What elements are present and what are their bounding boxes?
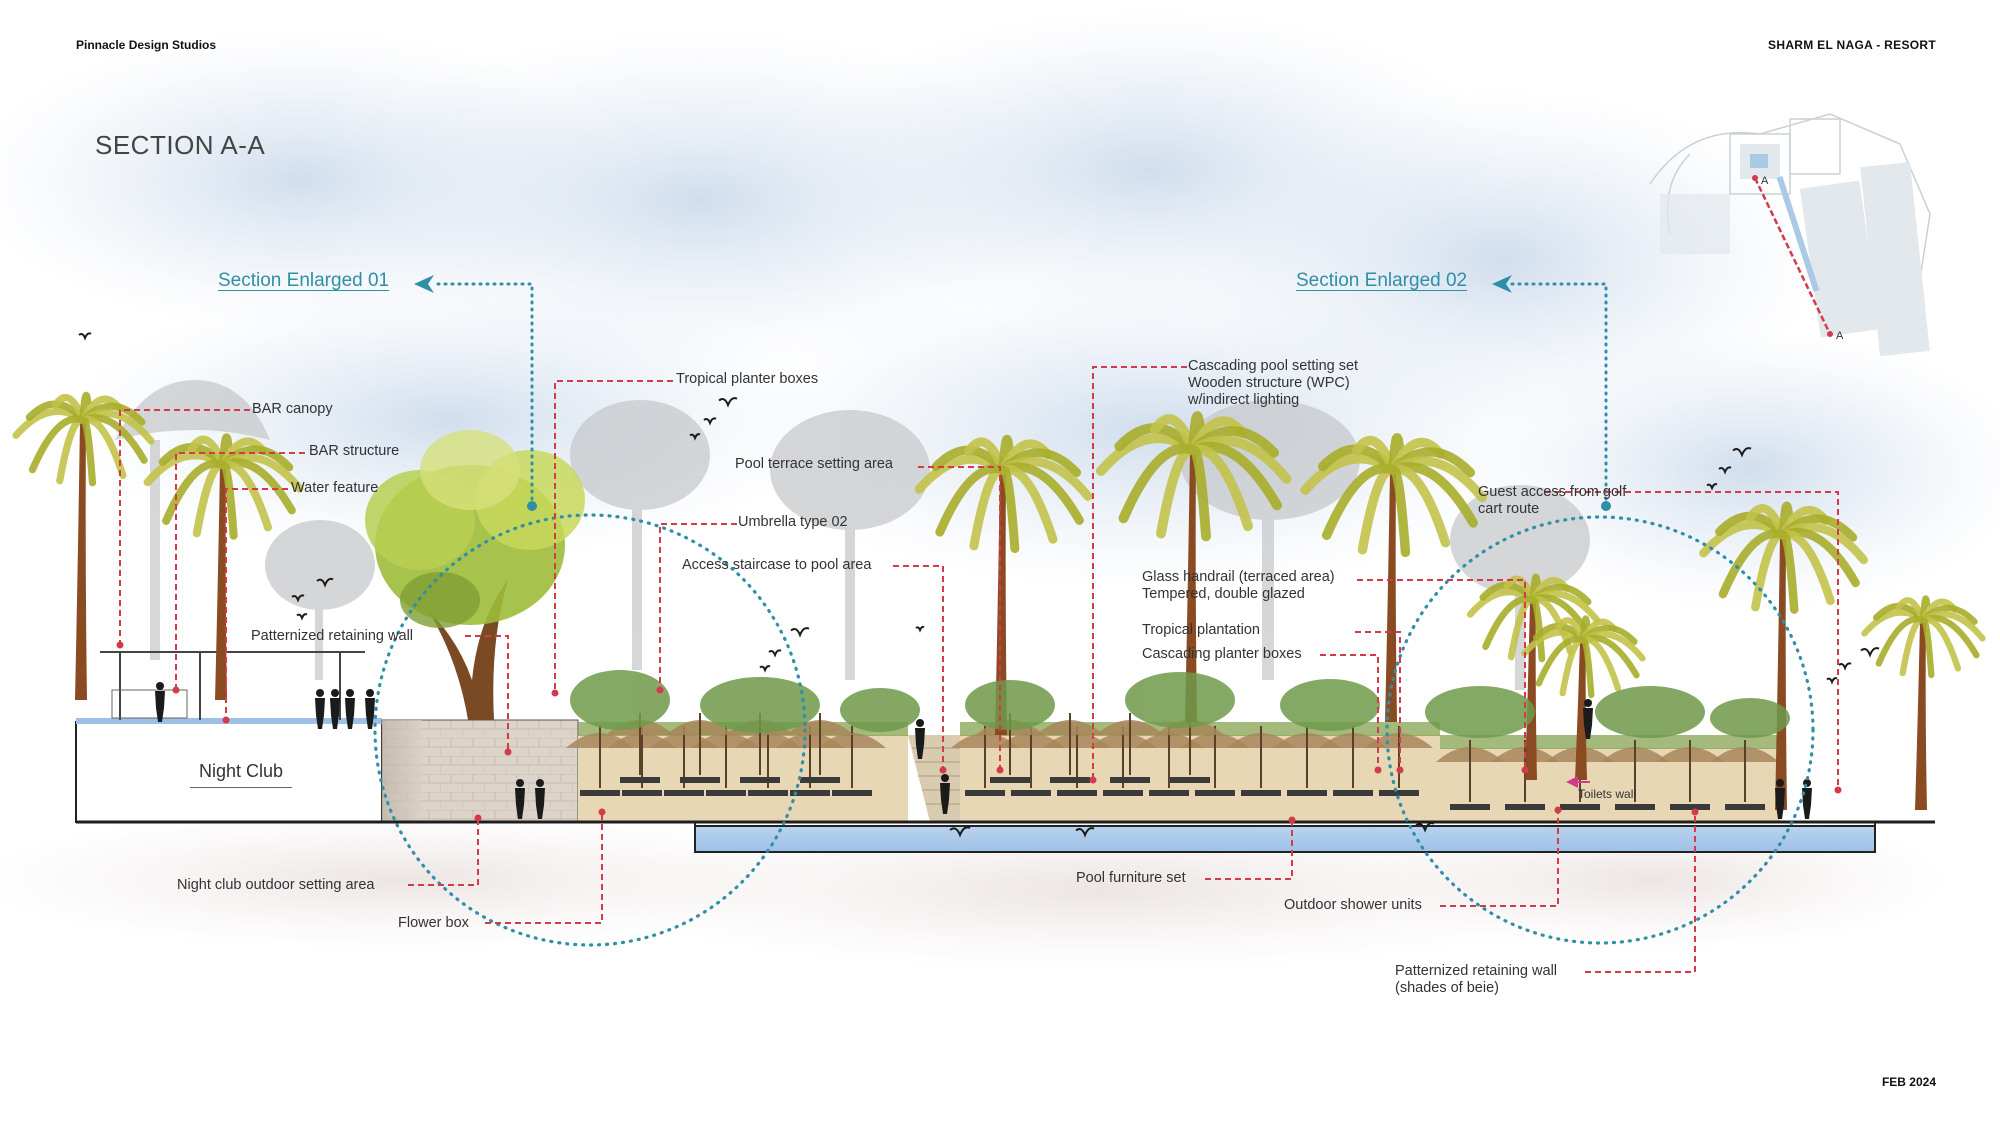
label-patterned-wall-left: Patternized retaining wall (251, 628, 414, 644)
label-toilets-wall: Toilets wall (1578, 787, 1637, 801)
bird (1860, 647, 1880, 658)
project-name: SHARM EL NAGA - RESORT (1768, 38, 1936, 52)
label-cascading-line-1: Cascading pool setting set (1188, 358, 1359, 374)
label-patterned-wall-right: Patternized retaining wall (shades of be… (1395, 963, 1557, 997)
people-silhouettes (155, 682, 1812, 819)
bird (296, 613, 308, 621)
leader-lines (119, 366, 1839, 973)
person-silhouette (365, 689, 375, 729)
person-silhouette (1775, 779, 1785, 819)
palm-tree (1699, 501, 1868, 810)
bird (1075, 827, 1095, 838)
label-cascading-planter: Cascading planter boxes (1142, 646, 1302, 662)
label-cascading-line-2: Wooden structure (WPC) (1188, 375, 1350, 391)
section-title: SECTION A-A (95, 130, 266, 160)
bird (915, 625, 925, 633)
retaining-wall (381, 719, 579, 823)
toilets-arrow (1566, 776, 1590, 788)
umbrella (1601, 740, 1669, 810)
label-pool-furniture: Pool furniture set (1076, 870, 1186, 886)
leader-dots (116, 641, 1842, 824)
bird (1826, 677, 1838, 685)
bird (718, 397, 738, 408)
bird (790, 627, 810, 638)
label-glass-line-2: Tempered, double glazed (1142, 586, 1305, 602)
label-tropical-plantation: Tropical plantation (1142, 622, 1260, 638)
palm-tree (1095, 411, 1292, 722)
label-guest-line-2: cart route (1478, 501, 1540, 517)
bird (316, 577, 334, 588)
label-access-stair: Access staircase to pool area (682, 557, 872, 573)
label-cascading-line-3: w/indirect lighting (1188, 392, 1300, 408)
label-water-feature: Water feature (291, 480, 379, 496)
person-silhouette (1583, 699, 1593, 739)
bird (703, 417, 717, 426)
umbrella (1711, 740, 1779, 810)
night-club-label: Night Club (190, 757, 292, 788)
sheet-date: FEB 2024 (1881, 1075, 1936, 1089)
bird (78, 332, 92, 341)
broadleaf-tree (365, 430, 585, 720)
person-silhouette (330, 689, 340, 729)
palm-trees (12, 391, 1986, 810)
bird (689, 433, 701, 441)
label-pool-terrace: Pool terrace setting area (735, 456, 893, 472)
label-glass-line-1: Glass handrail (terraced area) (1142, 569, 1335, 585)
umbrella (1656, 740, 1724, 810)
shrubs (570, 670, 1790, 738)
person-silhouette (515, 779, 525, 819)
bird (1718, 466, 1732, 475)
palm-tree (1300, 433, 1487, 722)
palm-tree (1521, 615, 1646, 780)
umbrella (1436, 740, 1504, 810)
person-silhouette (155, 682, 165, 722)
keyplan-marker-bottom: A (1836, 330, 1844, 342)
label-glass-handrail: Glass handrail (terraced area) Tempered,… (1142, 569, 1335, 603)
callout-arrowheads (414, 275, 1611, 511)
label-bar-structure: BAR structure (309, 443, 400, 459)
ground-and-pool (76, 820, 1935, 853)
bird (1732, 447, 1752, 458)
birds (78, 332, 1880, 838)
person-silhouette (940, 774, 950, 814)
bird (291, 594, 305, 603)
label-cascading-pool-set: Cascading pool setting set Wooden struct… (1188, 358, 1358, 409)
label-patterned-right-line-1: Patternized retaining wall (1395, 963, 1558, 979)
firm-name: Pinnacle Design Studios (76, 38, 217, 52)
bird (1838, 662, 1852, 671)
section-enlarged-01-link[interactable]: Section Enlarged 01 (218, 270, 390, 291)
umbrella (1036, 713, 1104, 783)
palm-tree (1861, 595, 1986, 810)
label-outdoor-shower: Outdoor shower units (1284, 897, 1422, 913)
label-flower-box: Flower box (398, 915, 469, 931)
bird (1706, 483, 1718, 491)
night-club-block (75, 651, 383, 823)
label-guest-access: Guest access from golf cart route (1478, 484, 1626, 518)
person-silhouette (345, 689, 355, 729)
palm-tree (143, 433, 304, 700)
label-night-club-outdoor: Night club outdoor setting area (177, 877, 375, 893)
section-enlarged-02-link[interactable]: Section Enlarged 02 (1296, 270, 1468, 291)
umbrella (818, 726, 886, 796)
label-patterned-right-line-2: (shades of beie) (1395, 980, 1499, 996)
label-bar-canopy: BAR canopy (252, 401, 333, 417)
person-silhouette (915, 719, 925, 759)
bird (759, 665, 771, 673)
keyplan-marker-top: A (1761, 175, 1769, 187)
key-plan: A A (1649, 113, 1931, 357)
person-silhouette (315, 689, 325, 729)
callout-arrows (430, 282, 1608, 508)
enlarge-circles (373, 513, 1815, 947)
label-tropical-planter: Tropical planter boxes (676, 371, 819, 387)
bird (768, 649, 782, 658)
label-guest-line-1: Guest access from golf (1478, 484, 1627, 500)
umbrella (1096, 713, 1164, 783)
label-umbrella: Umbrella type 02 (738, 514, 848, 530)
palm-tree (12, 391, 155, 700)
bird (1415, 822, 1435, 833)
bird (949, 826, 971, 838)
person-silhouette (535, 779, 545, 819)
